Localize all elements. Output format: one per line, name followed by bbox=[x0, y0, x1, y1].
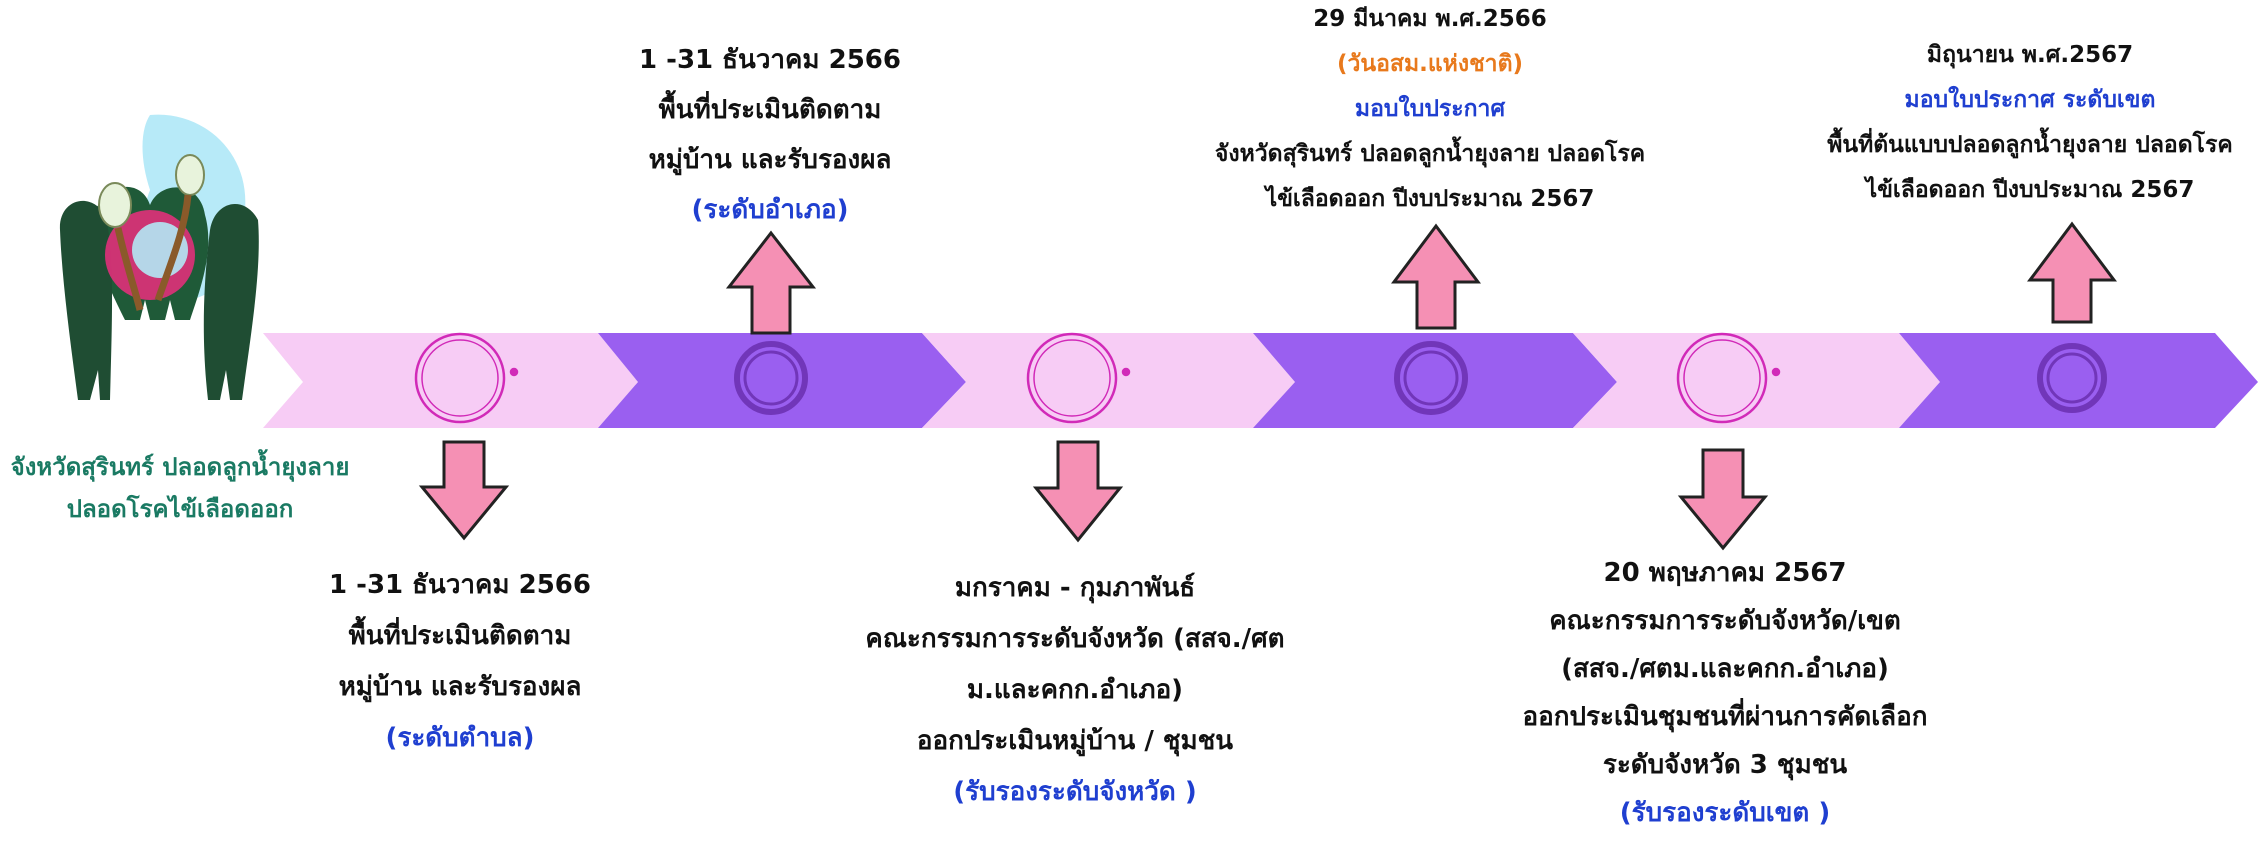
circle-marker-5 bbox=[1676, 332, 1781, 424]
event-above-1: 1 -31 ธันวาคม 2566 พื้นที่ประเมินติดตาม … bbox=[600, 47, 940, 247]
event-below-1: 1 -31 ธันวาคม 2566 พื้นที่ประเมินติดตาม … bbox=[290, 572, 630, 776]
event-above-2-line3: มอบใบประกาศ bbox=[1354, 96, 1506, 122]
timeline-segment-1 bbox=[263, 333, 638, 428]
timeline-segment-4 bbox=[1253, 333, 1617, 428]
timeline-segment-3 bbox=[922, 333, 1295, 428]
down-arrow-1 bbox=[418, 440, 510, 541]
up-arrow-1 bbox=[725, 230, 817, 335]
event-below-3-line2: คณะกรรมการระดับจังหวัด/เขต bbox=[1549, 606, 1901, 636]
circle-marker-2 bbox=[734, 341, 808, 415]
event-below-2-date: มกราคม - กุมภาพันธ์ bbox=[954, 573, 1196, 603]
event-below-1-line2: พื้นที่ประเมินติดตาม bbox=[348, 621, 572, 651]
event-above-2-line5: ไข้เลือดออก ปีงบประมาณ 2567 bbox=[1265, 186, 1595, 212]
event-above-2: 29 มีนาคม พ.ศ.2566 (วันอสม.แห่งชาติ) มอบ… bbox=[1170, 8, 1690, 233]
event-below-3-line3: (สสจ./ศตม.และคกก.อำเภอ) bbox=[1561, 654, 1889, 684]
event-above-3-line4: ไข้เลือดออก ปีงบประมาณ 2567 bbox=[1865, 177, 2195, 203]
event-above-1-line2: พื้นที่ประเมินติดตาม bbox=[658, 95, 882, 125]
timeline-segment-2 bbox=[598, 333, 966, 428]
event-below-3: 20 พฤษภาคม 2567 คณะกรรมการระดับจังหวัด/เ… bbox=[1490, 560, 1960, 848]
event-below-3-date: 20 พฤษภาคม 2567 bbox=[1603, 558, 1847, 588]
up-arrow-3 bbox=[2027, 221, 2117, 324]
circle-marker-4 bbox=[1394, 341, 1468, 415]
event-above-2-line2: (วันอสม.แห่งชาติ) bbox=[1336, 51, 1524, 77]
event-below-2-line3: ม.และคกก.อำเภอ) bbox=[966, 675, 1184, 705]
down-arrow-3 bbox=[1677, 448, 1769, 551]
event-below-1-date: 1 -31 ธันวาคม 2566 bbox=[329, 570, 591, 600]
circle-marker-3 bbox=[1026, 332, 1131, 424]
circle-marker-1 bbox=[414, 332, 519, 424]
event-above-1-line4: (ระดับอำเภอ) bbox=[691, 195, 849, 225]
down-arrow-2 bbox=[1032, 440, 1124, 543]
event-above-3: มิถุนายน พ.ศ.2567 มอบใบประกาศ ระดับเขต พ… bbox=[1800, 44, 2260, 224]
circle-marker-6 bbox=[2037, 343, 2107, 413]
elephant-mosquito-logo bbox=[59, 114, 259, 400]
event-above-3-line2: มอบใบประกาศ ระดับเขต bbox=[1904, 87, 2156, 113]
event-above-3-date: มิถุนายน พ.ศ.2567 bbox=[1926, 42, 2134, 68]
event-below-1-line4: (ระดับตำบล) bbox=[385, 723, 535, 753]
event-below-2-line4: ออกประเมินหมู่บ้าน / ชุมชน bbox=[916, 726, 1234, 756]
logo-caption-line1: จังหวัดสุรินทร์ ปลอดลูกน้ำยุงลาย bbox=[10, 453, 350, 481]
event-above-1-line3: หมู่บ้าน และรับรองผล bbox=[648, 145, 892, 175]
timeline-segment-6 bbox=[1899, 333, 2258, 428]
logo-caption: จังหวัดสุรินทร์ ปลอดลูกน้ำยุงลาย ปลอดโรค… bbox=[0, 455, 360, 539]
event-below-2-line5: (รับรองระดับจังหวัด ) bbox=[953, 777, 1197, 807]
event-above-2-line4: จังหวัดสุรินทร์ ปลอดลูกน้ำยุงลาย ปลอดโรค bbox=[1214, 141, 1646, 167]
timeline-segment-5 bbox=[1573, 333, 1940, 428]
logo-caption-line2: ปลอดโรคไข้เลือดออก bbox=[66, 495, 294, 523]
event-above-3-line3: พื้นที่ต้นแบบปลอดลูกน้ำยุงลาย ปลอดโรค bbox=[1827, 132, 2233, 158]
event-above-1-date: 1 -31 ธันวาคม 2566 bbox=[639, 45, 901, 75]
event-below-3-line6: (รับรองระดับเขต ) bbox=[1619, 798, 1831, 828]
event-above-2-date: 29 มีนาคม พ.ศ.2566 bbox=[1313, 6, 1547, 32]
event-below-3-line4: ออกประเมินชุมชนที่ผ่านการคัดเลือก bbox=[1522, 702, 1928, 732]
up-arrow-2 bbox=[1391, 223, 1481, 330]
event-below-2: มกราคม - กุมภาพันธ์ คณะกรรมการระดับจังหว… bbox=[835, 575, 1315, 830]
event-below-3-line5: ระดับจังหวัด 3 ชุมชน bbox=[1602, 750, 1848, 780]
event-below-1-line3: หมู่บ้าน และรับรองผล bbox=[338, 672, 582, 702]
event-below-2-line2: คณะกรรมการระดับจังหวัด (สสจ./ศต bbox=[865, 624, 1285, 654]
